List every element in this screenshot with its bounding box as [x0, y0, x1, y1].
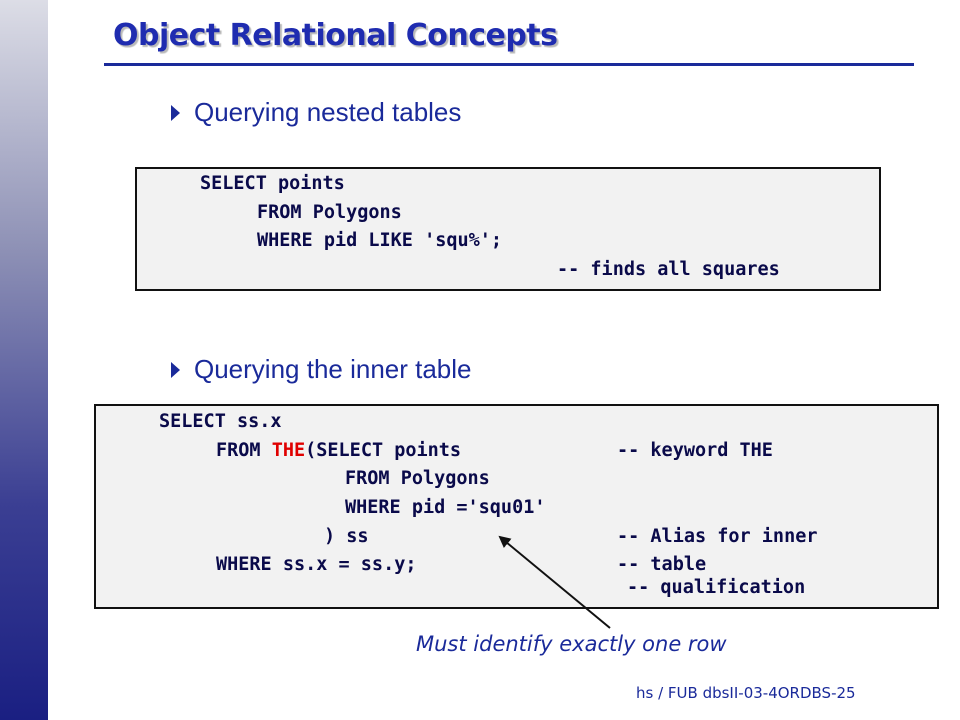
triangle-bullet-icon	[171, 361, 180, 378]
code-token: (SELECT points	[305, 440, 462, 461]
code-line: SELECT ss.x	[159, 411, 282, 432]
code-comment: -- finds all squares	[557, 259, 780, 280]
code-comment: -- Alias for inner	[617, 526, 818, 547]
code-line: FROM Polygons	[345, 468, 490, 489]
bullet-text: Querying the inner table	[194, 354, 472, 384]
side-gradient-bar	[0, 0, 48, 720]
code-block-inner-table-query: SELECT ss.x FROM THE(SELECT points -- ke…	[94, 404, 939, 609]
code-line: WHERE ss.x = ss.y;	[216, 554, 417, 575]
title-underline	[104, 63, 914, 66]
code-comment: -- qualification	[627, 577, 806, 598]
bullet-querying-nested-tables: Querying nested tables	[171, 97, 461, 128]
code-line: SELECT points	[200, 173, 345, 194]
code-token: FROM	[216, 440, 272, 461]
bullet-querying-inner-table: Querying the inner table	[171, 354, 472, 385]
code-comment: -- table	[617, 554, 707, 575]
triangle-bullet-icon	[171, 104, 180, 121]
keyword-the-highlight: THE	[271, 440, 306, 461]
bullet-text: Querying nested tables	[194, 97, 462, 127]
code-line: WHERE pid LIKE 'squ%';	[257, 230, 503, 251]
code-line: ) ss	[324, 526, 369, 547]
code-comment: -- keyword THE	[617, 440, 773, 461]
code-block-nested-query: SELECT points FROM Polygons WHERE pid LI…	[135, 167, 881, 291]
slide-footer: hs / FUB dbsII-03-4ORDBS-25	[636, 684, 856, 702]
annotation-label: Must identify exactly one row	[416, 632, 727, 656]
code-line: WHERE pid ='squ01'	[345, 497, 546, 518]
slide-title: Object Relational Concepts	[113, 18, 558, 53]
code-line: FROM Polygons	[257, 202, 402, 223]
code-line: FROM THE(SELECT points	[216, 440, 461, 462]
